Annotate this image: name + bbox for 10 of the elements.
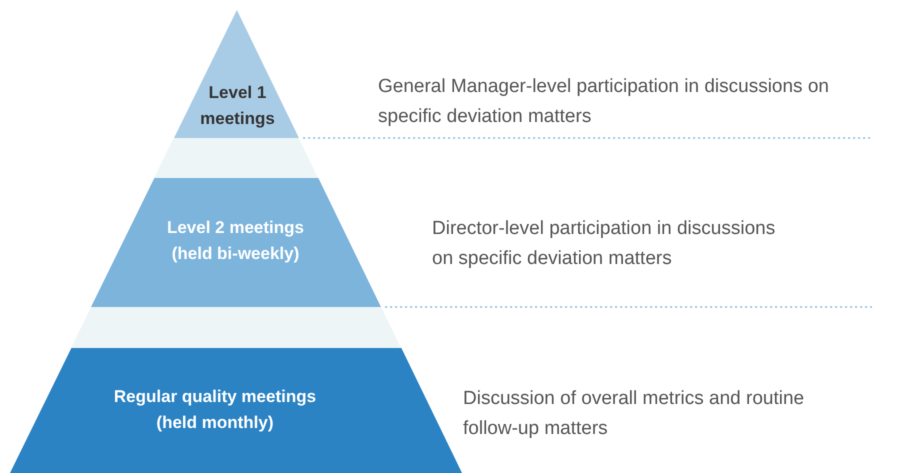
level-description: General Manager-level participation in discussions on specific deviation matters — [378, 75, 830, 129]
level-description: Director-level participation in discussions on specific deviation matters — [432, 217, 776, 271]
level-label: Level 1 meetings — [199, 82, 276, 130]
pyramid-band — [71, 307, 401, 348]
pyramid-level — [174, 10, 300, 138]
pyramid-level — [10, 348, 462, 473]
level-description: Discussion of overall metrics and routine follow-up matters — [463, 387, 806, 441]
level-label: Regular quality meetings (held monthly) — [112, 386, 318, 434]
pyramid-level — [91, 178, 382, 307]
level-label: Level 2 meetings (held bi-weekly) — [166, 217, 305, 265]
